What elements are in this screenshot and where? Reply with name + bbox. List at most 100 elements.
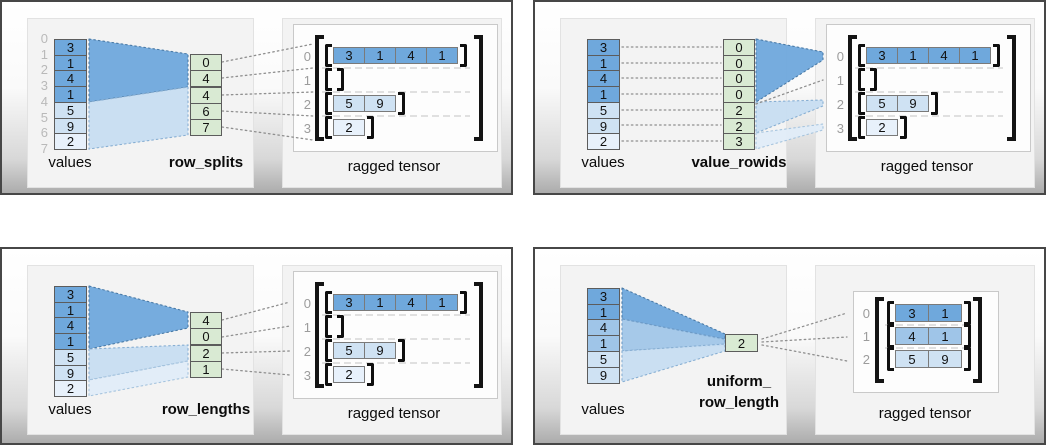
tensor-close-bracket [474, 282, 483, 388]
row-close-bracket [931, 92, 938, 115]
row-close-bracket [460, 44, 467, 67]
method-cell: 0 [190, 54, 222, 71]
method-cell: 6 [190, 103, 222, 120]
row-open-bracket [858, 116, 865, 139]
tensor-cell: 4 [395, 294, 427, 311]
tensor-label: ragged tensor [347, 158, 441, 175]
tensor-row-label: 3 [836, 121, 844, 136]
tensor-cell: 4 [928, 47, 960, 64]
tensor-row-label: 2 [303, 97, 311, 112]
tensor-row-label: 3 [303, 121, 311, 136]
values-cell: 4 [54, 70, 87, 87]
tensor-row-label: 1 [303, 320, 311, 335]
method-cell: 2 [190, 345, 222, 362]
tensor-close-bracket [1007, 35, 1016, 141]
tensor-row-label: 0 [303, 49, 311, 64]
method-cell: 0 [723, 39, 755, 56]
tensor-cell: 1 [364, 294, 396, 311]
row-close-bracket [367, 363, 374, 386]
row-close-bracket [398, 339, 405, 362]
row-open-bracket [325, 68, 332, 91]
tensor-row-label: 1 [836, 73, 844, 88]
row-open-bracket [325, 291, 332, 314]
boundary-index: 0 [40, 31, 48, 46]
method-cell: 4 [190, 312, 222, 329]
values-cell: 3 [587, 39, 620, 56]
tensor-cell: 1 [426, 294, 458, 311]
values-cell: 9 [54, 118, 87, 135]
values-cell: 1 [587, 335, 620, 352]
tensor-open-bracket [315, 35, 324, 141]
values-label: values [581, 401, 625, 418]
row-close-bracket [964, 324, 971, 348]
row-open-bracket [858, 44, 865, 67]
tensor-open-bracket [875, 297, 884, 383]
tensor-cell: 4 [395, 47, 427, 64]
row-open-bracket [858, 92, 865, 115]
boundary-index: 6 [40, 125, 48, 140]
tensor-label: ragged tensor [880, 158, 974, 175]
tensor-cell: 1 [426, 47, 458, 64]
values-cell: 9 [587, 367, 620, 384]
row-close-bracket [900, 116, 907, 139]
method-label-line: row_length [698, 394, 779, 411]
method-cell: 3 [723, 133, 755, 150]
row-close-bracket [367, 116, 374, 139]
tensor-open-bracket [848, 35, 857, 141]
tensor-row-label: 0 [836, 49, 844, 64]
tensor-row-label: 1 [303, 73, 311, 88]
row-close-bracket [460, 291, 467, 314]
tensor-cell: 2 [333, 366, 365, 383]
tensor-close-bracket [973, 297, 982, 383]
values-cell: 1 [54, 86, 87, 103]
boundary-index: 3 [40, 78, 48, 93]
tensor-label: ragged tensor [347, 405, 441, 422]
row-close-bracket [870, 68, 877, 91]
row-close-bracket [337, 315, 344, 338]
method-cell: 4 [190, 70, 222, 87]
values-cell: 2 [54, 380, 87, 397]
tensor-row-label: 2 [862, 352, 870, 367]
method-cell: 0 [190, 328, 222, 345]
tensor-row-label: 0 [303, 296, 311, 311]
values-label: values [48, 401, 92, 418]
tensor-cell: 9 [928, 350, 962, 368]
boundary-index: 1 [40, 47, 48, 62]
row-close-bracket [337, 68, 344, 91]
method-label: row_splits [168, 154, 244, 171]
tensor-cell: 3 [895, 304, 929, 322]
values-cell: 1 [587, 86, 620, 103]
row-open-bracket [325, 315, 332, 338]
tensor-open-bracket [315, 282, 324, 388]
tensor-cell: 4 [895, 327, 929, 345]
method-cell: 2 [723, 102, 755, 119]
method-label-line: uniform_ [706, 373, 772, 390]
tensor-cell: 1 [928, 327, 962, 345]
boundary-index: 4 [40, 94, 48, 109]
values-cell: 5 [587, 351, 620, 368]
method-cell: 2 [725, 334, 758, 352]
tensor-row-label: 1 [862, 329, 870, 344]
row-open-bracket [325, 116, 332, 139]
tensor-cell: 1 [928, 304, 962, 322]
tensor-cell: 3 [866, 47, 898, 64]
tensor-close-bracket [474, 35, 483, 141]
method-label: row_lengths [161, 401, 251, 418]
tensor-cell: 5 [333, 342, 365, 359]
values-cell: 1 [54, 302, 87, 319]
boundary-index: 5 [40, 110, 48, 125]
values-label: values [581, 154, 625, 171]
row-close-bracket [398, 92, 405, 115]
tensor-label: ragged tensor [878, 405, 972, 422]
tensor-row-label: 0 [862, 306, 870, 321]
values-cell: 5 [54, 349, 87, 366]
values-cell: 5 [54, 102, 87, 119]
boundary-index: 7 [40, 141, 48, 156]
tensor-cell: 1 [959, 47, 991, 64]
method-cell: 4 [190, 87, 222, 104]
tensor-cell: 9 [364, 342, 396, 359]
